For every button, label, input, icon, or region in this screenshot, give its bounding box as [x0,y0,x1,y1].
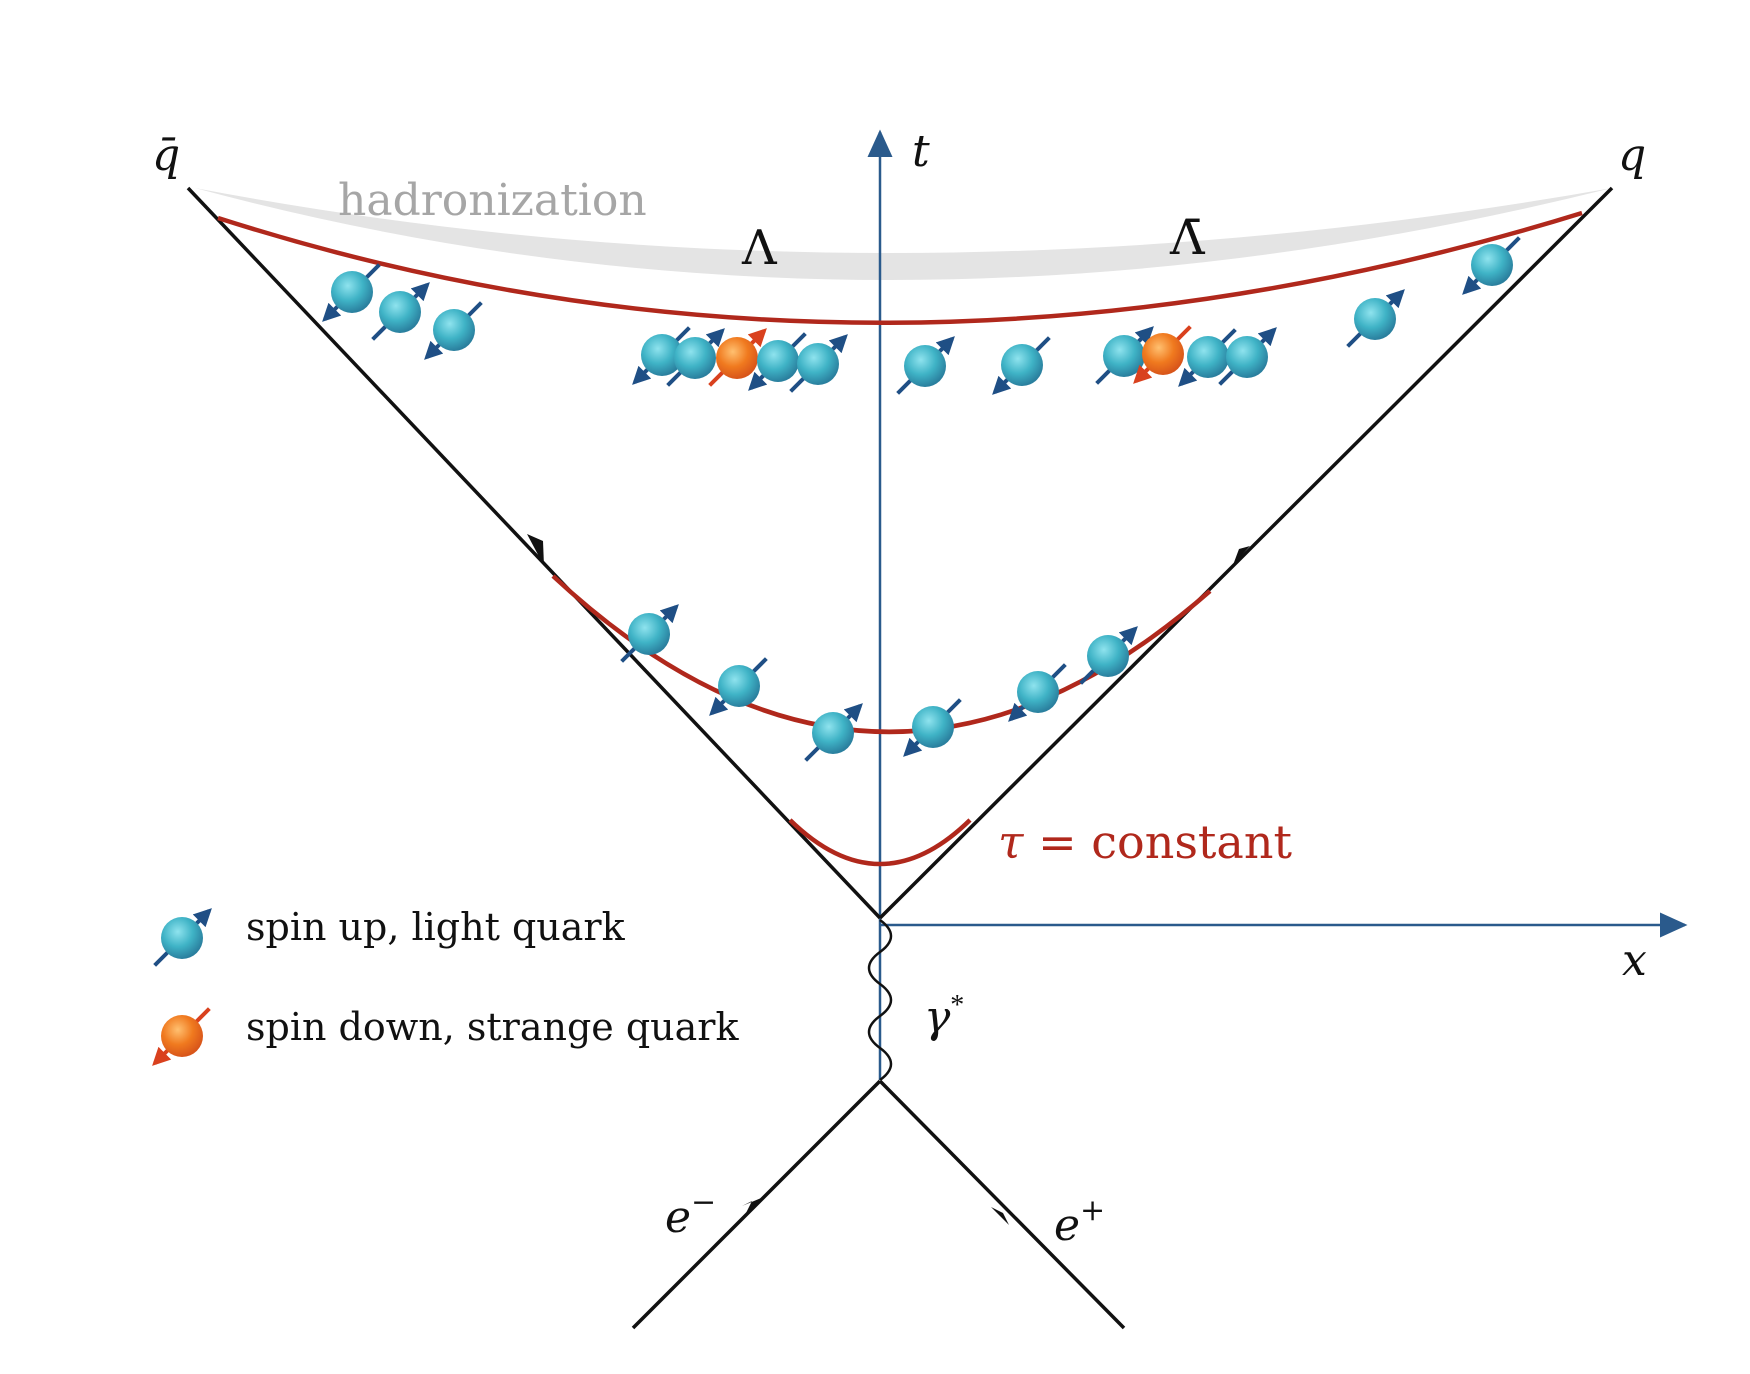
t-axis-label: t [912,126,930,177]
e-minus-symbol: e [665,1192,691,1243]
light-quark-9 [992,336,1051,395]
light-quark [797,343,839,385]
light-quark-8 [896,336,955,395]
lambda-label: Λ [741,220,778,276]
tau-constant-label: τ = constant [998,815,1292,869]
electron-arrow [742,1196,766,1213]
strange-quark [716,337,758,379]
light-quark-13 [1218,327,1277,386]
light-quark [1017,671,1059,713]
qbar-label: q̄ [152,130,180,181]
legend-strange-quark [152,1007,211,1066]
light-quark [1103,335,1145,377]
lightcone-right [878,186,1614,920]
e-plus-symbol: e [1054,1200,1080,1251]
light-quark [1087,635,1129,677]
legend: spin up, light quark spin down, strange … [152,905,739,1066]
light-quark-12 [1178,328,1237,387]
light-quark [331,271,373,313]
e-minus-label: e− [665,1185,716,1243]
light-quark [912,706,954,748]
light-quark-19 [903,698,962,757]
light-quark-7 [789,334,848,393]
light-quark-6 [748,332,807,391]
light-quark-20 [1008,663,1067,722]
e-plus-label: e+ [1054,1193,1105,1251]
light-quark [161,917,203,959]
strange-quark [1142,333,1184,375]
light-quark-15 [1462,236,1521,295]
strange-quark [161,1015,203,1057]
light-quark [1001,344,1043,386]
hadronization-label: hadronization [338,175,647,226]
tau-equals-constant: = constant [1023,815,1292,869]
light-quark-18 [804,703,863,762]
light-quark [904,345,946,387]
light-quark-14 [1346,289,1405,348]
light-quark-0 [322,263,381,322]
legend-light-quark [153,908,212,967]
light-quark-3 [632,326,691,385]
light-quark-16 [620,604,679,663]
photon-line [867,918,893,1082]
light-quark [379,291,421,333]
e-plus-sup: + [1080,1193,1105,1228]
light-quark-21 [1079,626,1138,685]
lightcone-right-arrow [1233,546,1250,565]
light-quark [718,665,760,707]
positron-arrow [991,1203,1009,1225]
e-minus-sup: − [691,1185,716,1220]
lightcone-left [186,186,882,920]
strange-quark-11 [1133,325,1192,384]
light-quark-17 [709,657,768,716]
light-quark [1471,244,1513,286]
light-quark [1226,336,1268,378]
gamma-star: * [950,990,964,1021]
light-quark [812,712,854,754]
hadronization-band [195,188,1612,280]
light-quark [641,334,683,376]
light-quark-4 [666,328,725,387]
tau-curve-outer [217,210,1583,325]
light-quark [1354,298,1396,340]
light-quark [757,340,799,382]
light-quark [1187,336,1229,378]
x-axis-label: x [1622,935,1647,986]
electron-line [631,1079,882,1330]
light-quark [674,337,716,379]
legend-light-quark-text: spin up, light quark [246,905,626,949]
q-label: q [1618,130,1646,181]
light-quark-2 [424,301,483,360]
positron-line [878,1079,1126,1330]
tau-curve-inner [788,818,972,867]
gamma-label: γ* [924,990,964,1043]
legend-strange-quark-text: spin down, strange quark [246,1005,739,1049]
gamma-symbol: γ [924,992,951,1043]
quark-layer [322,236,1521,762]
legend-light-quark-icon [153,908,212,967]
lightcone-left-arrow [527,534,544,566]
lambda-bar-label: Λ̄ [1169,210,1206,266]
legend-strange-quark-icon [152,1007,211,1066]
tau-symbol: τ [998,815,1025,869]
light-quark [433,309,475,351]
light-quark-1 [371,282,430,341]
light-quark [628,613,670,655]
strange-quark-5 [708,328,767,387]
